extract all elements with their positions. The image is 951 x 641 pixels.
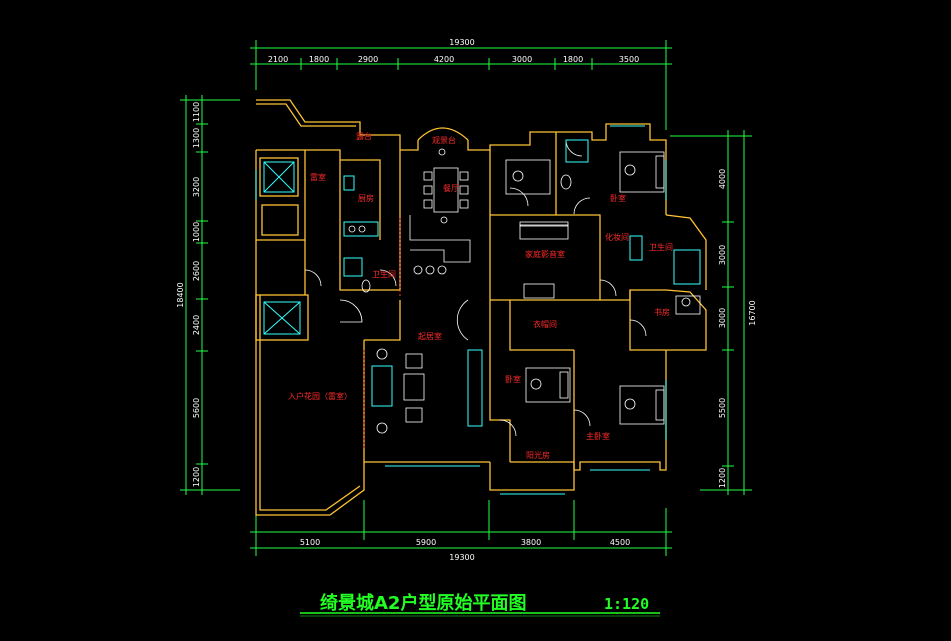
dim-left-6: 2400 <box>192 315 201 335</box>
dim-left-1: 1100 <box>192 102 201 122</box>
room-sunroom: 阳光房 <box>526 450 550 460</box>
dim-right-2: 3000 <box>718 245 727 265</box>
doors <box>304 139 647 437</box>
dim-right-3: 3000 <box>718 308 727 328</box>
room-bedroom-s: 卧室 <box>505 374 521 384</box>
dimension-lines <box>180 40 752 556</box>
dim-top-6: 1800 <box>563 55 583 64</box>
dim-left-5: 2600 <box>192 261 201 281</box>
elevator-top <box>263 161 295 193</box>
elevator-bottom <box>263 301 301 335</box>
dim-right-total: 16700 <box>748 300 757 325</box>
windows <box>255 125 667 495</box>
drawing-title: 绮景城A2户型原始平面图 <box>320 592 526 614</box>
dim-top-5: 3000 <box>512 55 532 64</box>
room-dining: 餐厅 <box>443 184 459 193</box>
dim-top-2: 1800 <box>309 55 329 64</box>
dim-right-4: 5500 <box>718 398 727 418</box>
room-balcony: 露台 <box>356 131 372 141</box>
room-family: 家庭影音室 <box>525 249 565 259</box>
dim-top-4: 4200 <box>434 55 454 64</box>
dim-top-1: 2100 <box>268 55 288 64</box>
room-closet: 衣帽间 <box>533 319 557 329</box>
partition-markers <box>363 218 401 450</box>
room-bathroom-e: 卫生间 <box>649 242 673 252</box>
dimension-labels: 19300 2100 1800 2900 4200 3000 1800 3500… <box>176 38 757 562</box>
drawing-title-block: 绮景城A2户型原始平面图 1:120 <box>300 592 660 617</box>
dim-top-7: 3500 <box>619 55 639 64</box>
dim-top-3: 2900 <box>358 55 378 64</box>
dim-left-8: 1200 <box>192 467 201 487</box>
room-bathroom-w: 卫生间 <box>372 269 396 279</box>
dim-left-3: 3200 <box>192 177 201 197</box>
room-master-bedroom: 主卧室 <box>586 431 610 441</box>
dim-left-4: 1000 <box>192 222 201 242</box>
dim-bottom-2: 5900 <box>416 538 436 547</box>
room-living: 起居室 <box>418 331 442 341</box>
dim-bottom-1: 5100 <box>300 538 320 547</box>
dim-bottom-4: 4500 <box>610 538 630 547</box>
room-kitchen: 厨房 <box>358 193 374 203</box>
room-dressing: 化妆间 <box>605 232 629 242</box>
room-entry-garden: 入户花园（雷室） <box>288 391 352 401</box>
bed-northeast <box>619 151 665 193</box>
room-labels: 露台 观景台 雷室 厨房 餐厅 家庭影音室 卧室 化妆间 卫生间 卫生间 书房 … <box>288 131 673 460</box>
dim-right-5: 1200 <box>718 468 727 488</box>
dim-left-total: 18400 <box>176 282 185 307</box>
dim-bottom-total: 19300 <box>449 553 474 562</box>
room-study-e: 书房 <box>654 307 670 317</box>
dim-bottom-3: 3800 <box>521 538 541 547</box>
room-study-top: 雷室 <box>310 172 326 182</box>
dim-left-2: 1300 <box>192 128 201 148</box>
dining-table <box>423 148 469 224</box>
living-sofa <box>371 348 483 434</box>
dim-right-1: 4000 <box>718 169 727 189</box>
drawing-scale: 1:120 <box>604 595 649 613</box>
dim-top-total: 19300 <box>449 38 474 47</box>
walls <box>255 99 707 516</box>
furniture <box>263 139 701 434</box>
dim-left-7: 5600 <box>192 398 201 418</box>
room-bedroom-ne: 卧室 <box>610 193 626 203</box>
room-bay-window: 观景台 <box>432 135 456 145</box>
